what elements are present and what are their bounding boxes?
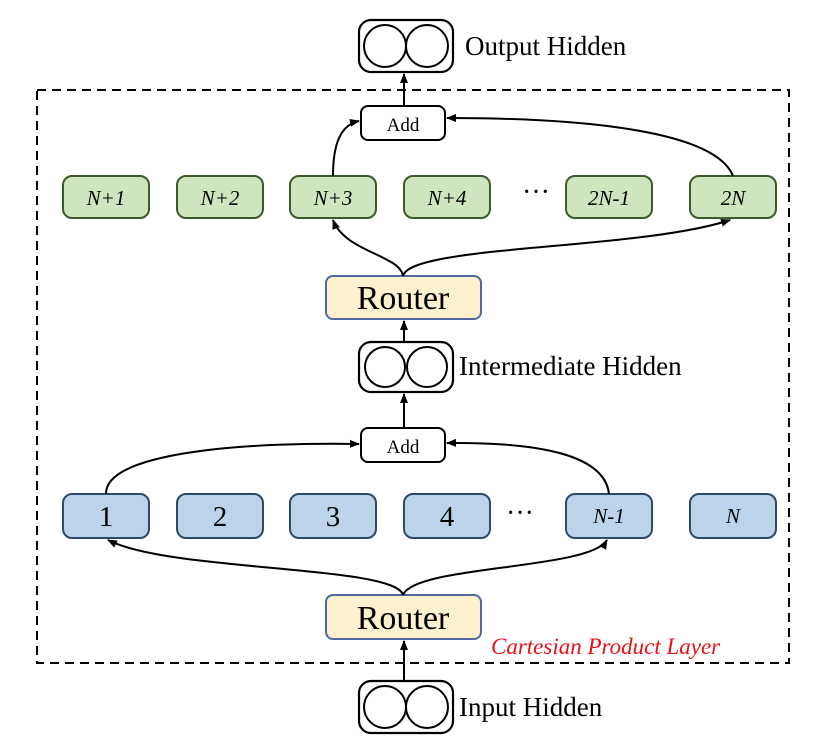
add-node-top: Add (360, 105, 446, 141)
router-to-expert-arrow (107, 539, 404, 596)
expert-box-bottom: 4 (403, 493, 491, 539)
expert-label: 3 (326, 501, 341, 533)
output-hidden-node (357, 18, 455, 74)
expert-box-top: N+3 (289, 175, 377, 219)
expert-box-bottom: 1 (62, 493, 150, 539)
expert-box-top: 2N (689, 175, 777, 219)
top-expert-row: N+1 N+2 N+3 N+4 ··· 2N-1 2N (62, 175, 777, 219)
expert-label: N-1 (592, 504, 625, 528)
ellipsis-bottom: ··· (506, 498, 534, 529)
router-box-bottom: Router (325, 594, 482, 640)
expert-box-top: N+2 (176, 175, 264, 219)
layer-name-label: Cartesian Product Layer (491, 634, 721, 659)
layer-boundary (36, 89, 790, 664)
router-box-top: Router (325, 275, 482, 320)
input-hidden-label: Input Hidden (459, 692, 603, 722)
expert-box-bottom: 2 (176, 493, 264, 539)
expert-box-bottom: N-1 (565, 493, 653, 539)
expert-label: N+4 (427, 186, 467, 210)
router-label-top: Router (357, 280, 450, 317)
input-hidden-node (357, 679, 455, 735)
expert-label: N+3 (313, 186, 353, 210)
expert-label: 2N-1 (588, 186, 630, 210)
output-hidden-label: Output Hidden (465, 31, 627, 61)
expert-label: 2N (721, 186, 747, 210)
add-node-bottom: Add (360, 427, 446, 463)
expert-box-top: N+4 (403, 175, 491, 219)
expert-label: N+1 (86, 186, 126, 210)
expert-to-add-arrow (332, 118, 360, 177)
router-label-bottom: Router (357, 600, 450, 637)
expert-to-add-arrow (446, 438, 610, 495)
intermediate-hidden-label: Intermediate Hidden (459, 351, 682, 381)
add-label-top: Add (387, 115, 420, 136)
expert-label: 4 (440, 501, 455, 533)
expert-label: N+2 (200, 186, 240, 210)
expert-label: 2 (213, 501, 228, 533)
expert-box-bottom: 3 (289, 493, 377, 539)
router-to-expert-arrow (332, 219, 404, 277)
add-label-bottom: Add (387, 437, 420, 458)
expert-box-top: N+1 (62, 175, 150, 219)
expert-label: N (725, 504, 741, 528)
router-to-expert-arrow (402, 219, 731, 277)
expert-to-add-arrow (104, 439, 360, 495)
intermediate-hidden-node (357, 340, 455, 394)
expert-box-top: 2N-1 (565, 175, 653, 219)
expert-label: 1 (99, 501, 114, 533)
expert-to-add-arrow (446, 114, 734, 177)
expert-box-bottom: N (689, 493, 777, 539)
ellipsis-top: ··· (522, 177, 550, 208)
bottom-expert-row: 1 2 3 4 ··· N-1 N (62, 493, 777, 539)
router-to-expert-arrow (402, 539, 608, 596)
